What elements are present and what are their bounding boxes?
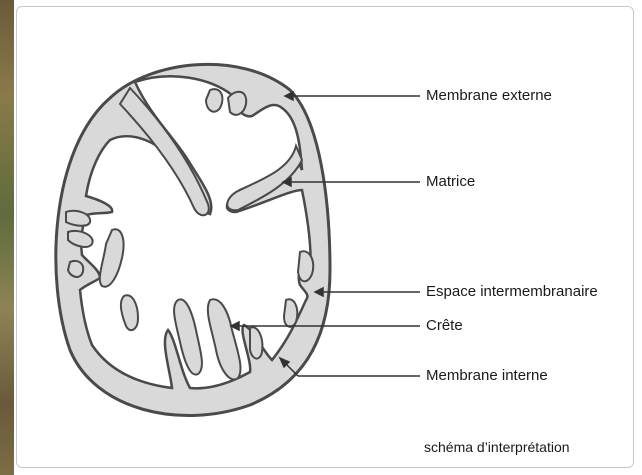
label-matrice: Matrice <box>426 173 475 191</box>
crista <box>228 92 246 115</box>
label-membrane-externe: Membrane externe <box>426 87 552 105</box>
crista <box>68 261 83 277</box>
label-crete: Crête <box>426 317 463 335</box>
caption: schéma d’interprétation <box>424 439 570 455</box>
label-membrane-interne: Membrane interne <box>426 367 548 385</box>
label-espace-intermembranaire: Espace intermembranaire <box>426 283 598 301</box>
crista <box>284 299 297 327</box>
crista <box>206 89 222 112</box>
crista <box>298 251 313 281</box>
